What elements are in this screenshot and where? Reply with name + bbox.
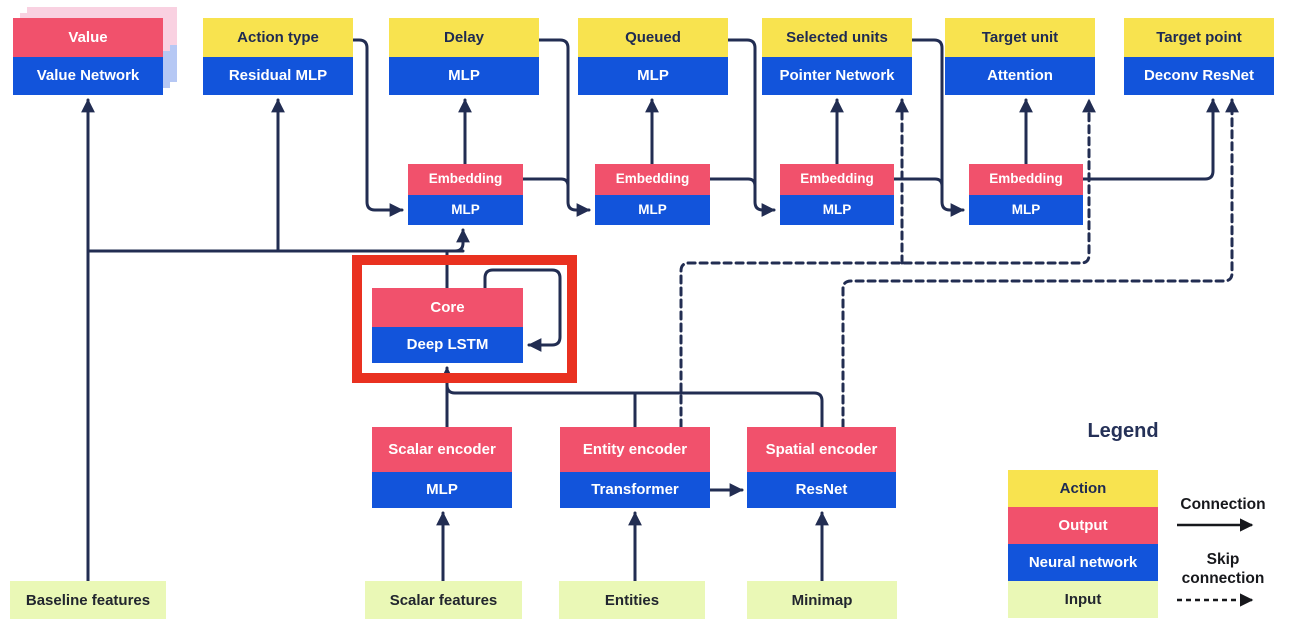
input-entities: Entities	[559, 581, 705, 619]
delay-mlp-label: MLP	[389, 57, 539, 95]
legend-output: Output	[1008, 507, 1158, 544]
edge-core-to-embedding1	[453, 228, 470, 253]
spatial-encoder-label: Spatial encoder	[747, 427, 896, 472]
embedding-mlp-label: MLP	[595, 195, 710, 225]
target-point-label: Target point	[1124, 18, 1274, 57]
block-queued: Queued MLP	[578, 18, 728, 95]
block-target-point: Target point Deconv ResNet	[1124, 18, 1274, 95]
pointer-network-label: Pointer Network	[762, 57, 912, 95]
residual-mlp-label: Residual MLP	[203, 57, 353, 95]
deep-lstm-label: Deep LSTM	[372, 327, 523, 363]
legend-action: Action	[1008, 470, 1158, 507]
legend-input: Input	[1008, 581, 1158, 618]
resnet-label: ResNet	[747, 472, 896, 508]
entity-encoder-label: Entity encoder	[560, 427, 710, 472]
edge-e3-to-e4	[892, 177, 944, 188]
block-scalar-encoder: Scalar encoder MLP	[372, 427, 512, 508]
block-value-output-label: Value	[13, 18, 163, 57]
embedding-label: Embedding	[780, 164, 894, 195]
scalar-mlp-label: MLP	[372, 472, 512, 508]
embedding-mlp-label: MLP	[969, 195, 1083, 225]
edge-selected-to-e4	[910, 38, 965, 217]
transformer-label: Transformer	[560, 472, 710, 508]
scalar-encoder-label: Scalar encoder	[372, 427, 512, 472]
block-delay: Delay MLP	[389, 18, 539, 95]
embedding-label: Embedding	[408, 164, 523, 195]
skip-entity-to-targetunit	[679, 98, 1096, 429]
block-selected-units: Selected units Pointer Network	[762, 18, 912, 95]
legend-title: Legend	[1087, 420, 1159, 442]
deconv-resnet-label: Deconv ResNet	[1124, 57, 1274, 95]
embedding-label: Embedding	[969, 164, 1083, 195]
block-value: Value Value Network	[13, 18, 163, 95]
skip-spatial-to-targetpoint	[841, 98, 1239, 429]
embedding-label: Embedding	[595, 164, 710, 195]
queued-label: Queued	[578, 18, 728, 57]
action-type-label: Action type	[203, 18, 353, 57]
selected-units-label: Selected units	[762, 18, 912, 57]
edge-lstm-loop	[483, 268, 562, 352]
block-entity-encoder: Entity encoder Transformer	[560, 427, 710, 508]
embedding-mlp-label: MLP	[780, 195, 894, 225]
block-spatial-encoder: Spatial encoder ResNet	[747, 427, 896, 508]
delay-label: Delay	[389, 18, 539, 57]
target-unit-label: Target unit	[945, 18, 1095, 57]
input-minimap: Minimap	[747, 581, 897, 619]
block-embedding-2: Embedding MLP	[595, 164, 710, 225]
legend-skip-connection-label: Skip connection	[1181, 551, 1265, 588]
legend-neural-network: Neural network	[1008, 544, 1158, 581]
edge-encoders-merge	[445, 383, 824, 429]
block-target-unit: Target unit Attention	[945, 18, 1095, 95]
edge-e4-to-targetpoint	[1081, 98, 1220, 181]
block-core: Core Deep LSTM	[372, 288, 523, 363]
queued-mlp-label: MLP	[578, 57, 728, 95]
attention-label: Attention	[945, 57, 1095, 95]
block-action-type: Action type Residual MLP	[203, 18, 353, 95]
block-embedding-1: Embedding MLP	[408, 164, 523, 225]
block-value-network-label: Value Network	[13, 57, 163, 95]
edge-delay-to-e2	[537, 38, 591, 217]
edge-actiontype-to-e1	[351, 38, 404, 217]
core-label: Core	[372, 288, 523, 327]
embedding-mlp-label: MLP	[408, 195, 523, 225]
block-embedding-3: Embedding MLP	[780, 164, 894, 225]
edge-e1-to-e2	[521, 177, 570, 188]
block-embedding-4: Embedding MLP	[969, 164, 1083, 225]
edge-queued-to-e3	[726, 38, 776, 217]
core-highlight-box	[352, 255, 577, 383]
input-scalar-features: Scalar features	[365, 581, 522, 619]
input-baseline-features: Baseline features	[10, 581, 166, 619]
legend-connection-label: Connection	[1180, 496, 1266, 513]
edge-e2-to-e3	[708, 177, 757, 188]
